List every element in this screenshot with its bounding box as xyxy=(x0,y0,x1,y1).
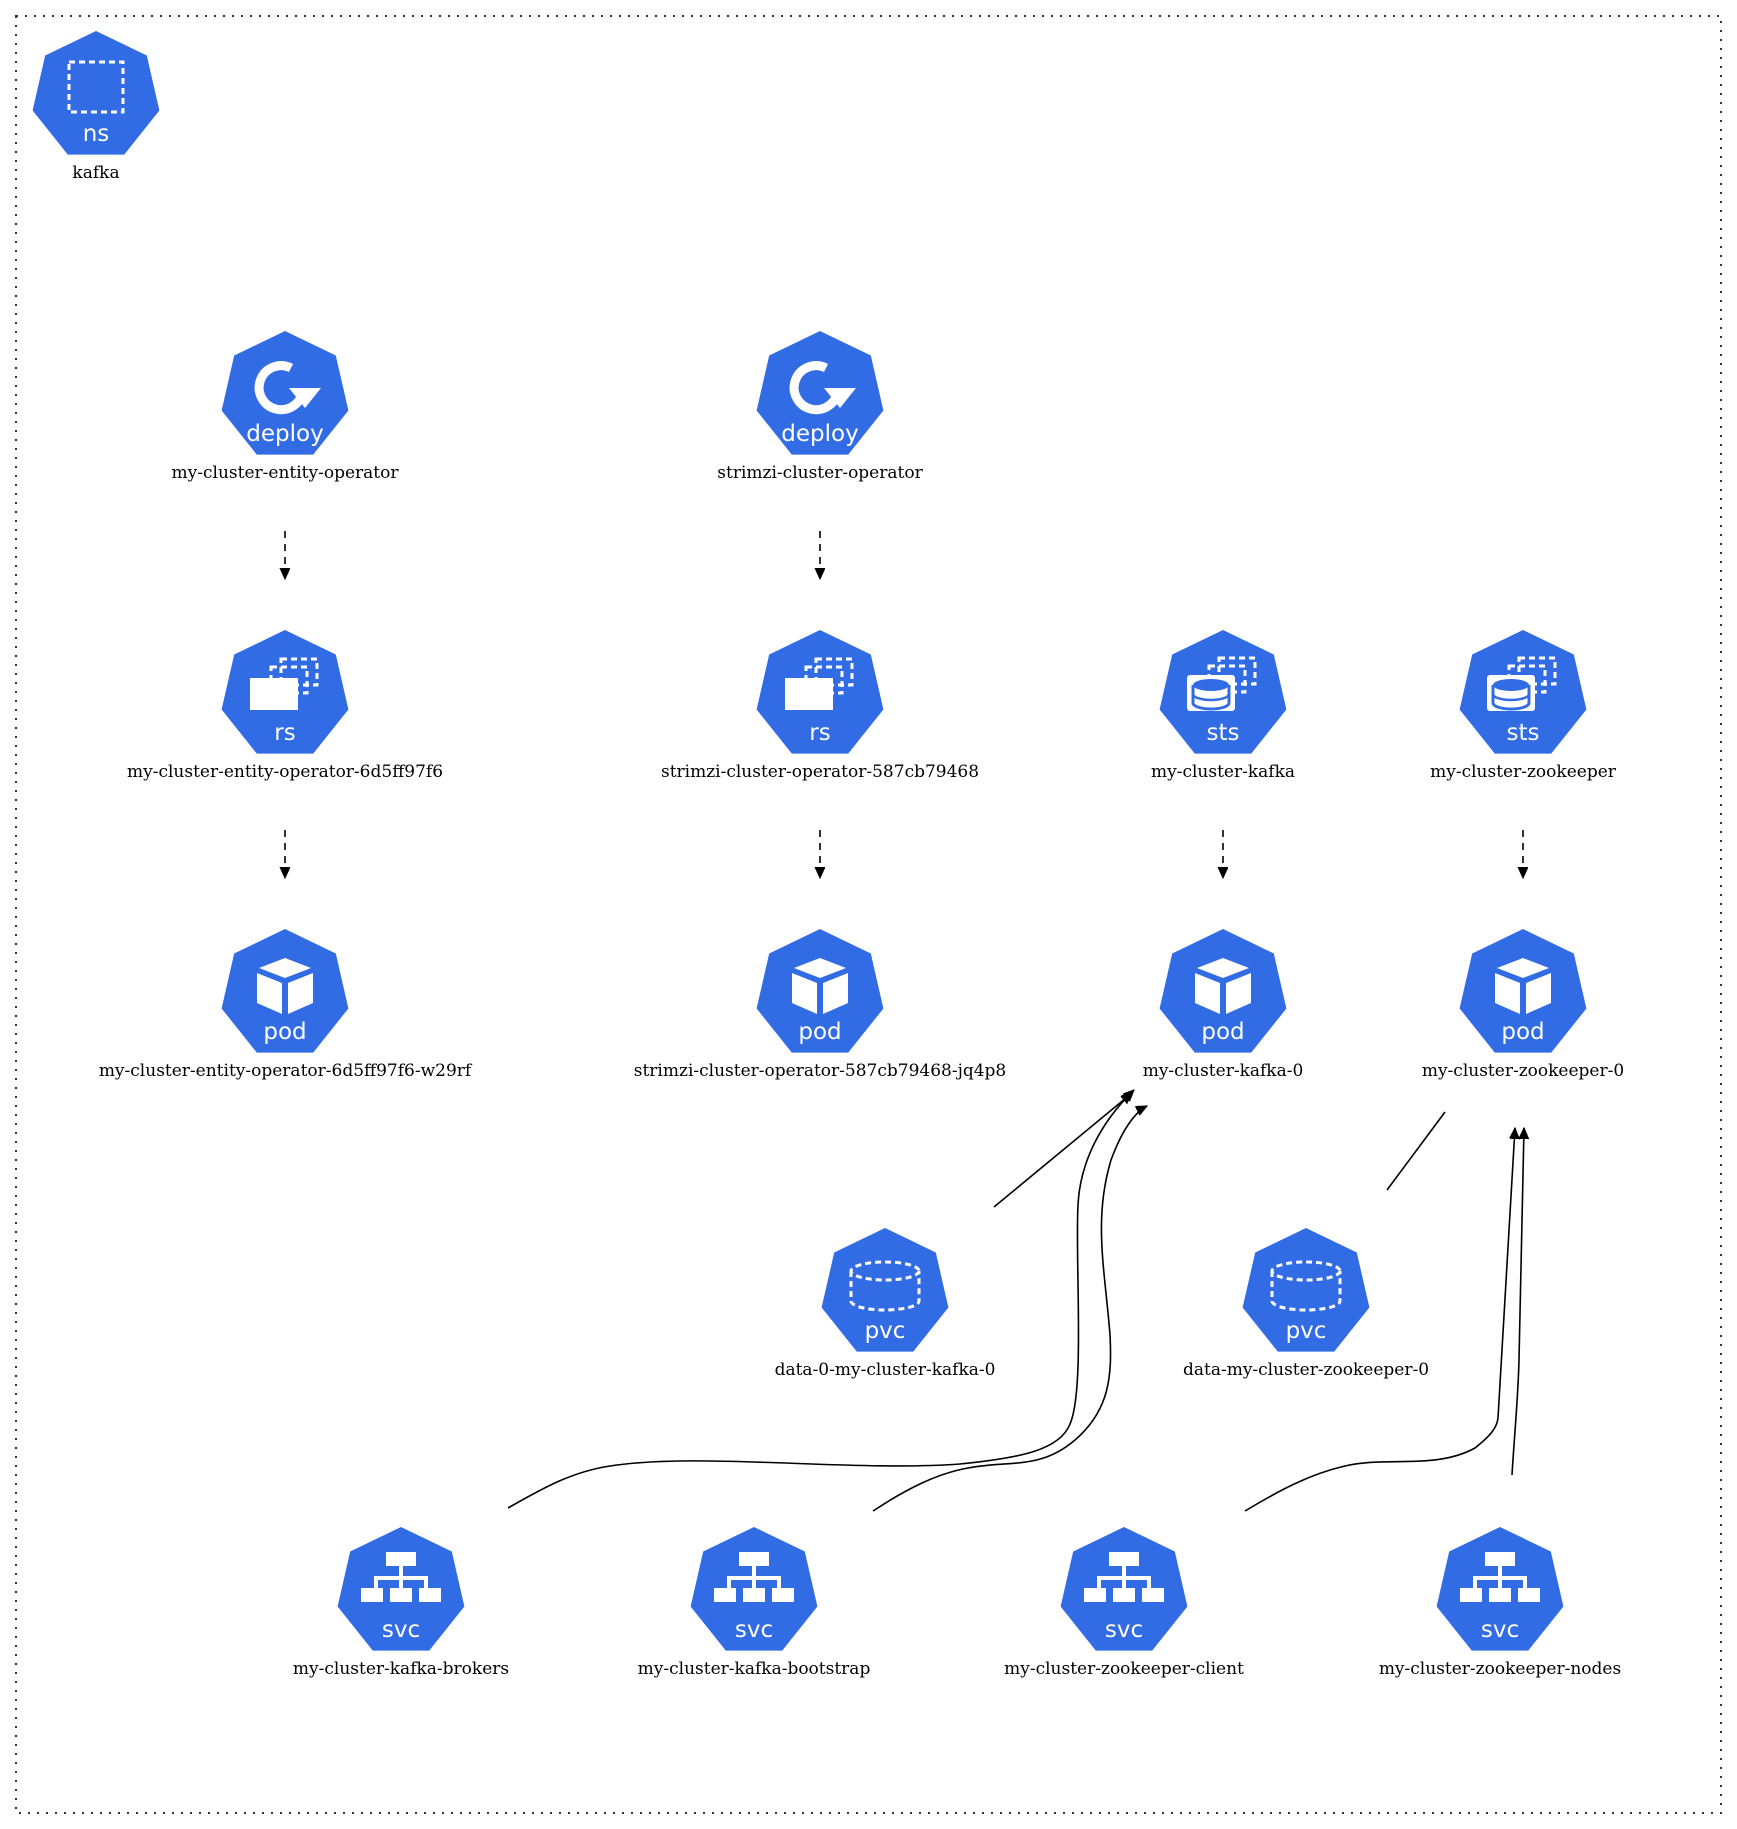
edge-svc-zk-client-to-pod-zk xyxy=(1244,1128,1515,1512)
deploy-node-my-cluster-entity-operator[interactable]: deploy my-cluster-entity-operator xyxy=(172,331,400,483)
node-kind: ns xyxy=(83,121,110,147)
edge-svc-zk-nodes-to-pod-zk xyxy=(1511,1128,1524,1476)
service-node-my-cluster-kafka-brokers[interactable]: svc my-cluster-kafka-brokers xyxy=(293,1527,509,1679)
statefulset-node-my-cluster-zookeeper[interactable]: sts my-cluster-zookeeper xyxy=(1430,630,1617,782)
pod-node-my-cluster-zookeeper-0[interactable]: pod my-cluster-zookeeper-0 xyxy=(1422,929,1624,1081)
pod-node-strimzi-cluster-operator[interactable]: pod strimzi-cluster-operator-587cb79468-… xyxy=(634,929,1007,1081)
node-kind: svc xyxy=(1481,1617,1519,1643)
statefulset-icon xyxy=(1187,656,1257,711)
service-node-my-cluster-zookeeper-client[interactable]: svc my-cluster-zookeeper-client xyxy=(1004,1527,1244,1679)
node-label: my-cluster-entity-operator xyxy=(172,463,400,483)
node-label: data-0-my-cluster-kafka-0 xyxy=(775,1360,996,1380)
namespace-node[interactable]: ns kafka xyxy=(32,31,160,183)
edge-pvc-zk-to-pod-zk xyxy=(1386,1111,1446,1191)
namespace-icon xyxy=(67,60,125,114)
node-label: data-my-cluster-zookeeper-0 xyxy=(1183,1360,1429,1380)
edges xyxy=(285,531,1524,1512)
node-kind: sts xyxy=(1507,720,1540,746)
service-icon xyxy=(1084,1552,1164,1602)
node-label: my-cluster-zookeeper-0 xyxy=(1422,1061,1624,1081)
node-kind: deploy xyxy=(246,421,323,447)
replicaset-icon xyxy=(785,657,854,710)
pvc-icon xyxy=(1270,1260,1342,1312)
deploy-icon xyxy=(254,361,321,415)
statefulset-icon xyxy=(1487,656,1557,711)
namespace-label: kafka xyxy=(72,163,119,183)
pvc-node-data-0-my-cluster-kafka-0[interactable]: pvc data-0-my-cluster-kafka-0 xyxy=(775,1228,996,1380)
node-kind: svc xyxy=(382,1617,420,1643)
node-kind: pod xyxy=(1201,1019,1244,1045)
node-label: my-cluster-entity-operator-6d5ff97f6 xyxy=(127,762,443,782)
pod-node-my-cluster-kafka-0[interactable]: pod my-cluster-kafka-0 xyxy=(1143,929,1304,1081)
node-kind: pod xyxy=(1501,1019,1544,1045)
pod-icon xyxy=(257,958,313,1014)
node-label: strimzi-cluster-operator-587cb79468-jq4p… xyxy=(634,1061,1007,1081)
replicaset-node-my-cluster-entity-operator[interactable]: rs my-cluster-entity-operator-6d5ff97f6 xyxy=(127,630,443,782)
node-kind: svc xyxy=(1105,1617,1143,1643)
edge-svc-bootstrap-to-pod-kafka xyxy=(872,1105,1147,1512)
node-kind: rs xyxy=(809,720,830,746)
node-label: my-cluster-kafka-brokers xyxy=(293,1659,509,1679)
node-kind: deploy xyxy=(781,421,858,447)
nodes: ns kafka deploy my-cluster-entity-operat… xyxy=(32,31,1624,1679)
pod-icon xyxy=(1195,958,1251,1014)
node-kind: svc xyxy=(735,1617,773,1643)
service-icon xyxy=(714,1552,794,1602)
node-label: my-cluster-entity-operator-6d5ff97f6-w29… xyxy=(99,1061,473,1081)
node-label: my-cluster-zookeeper-client xyxy=(1004,1659,1244,1679)
pvc-icon xyxy=(849,1260,921,1312)
node-label: my-cluster-zookeeper xyxy=(1430,762,1617,782)
service-icon xyxy=(361,1552,441,1602)
edge-svc-brokers-to-pod-kafka xyxy=(507,1090,1134,1509)
node-kind: pvc xyxy=(1286,1318,1327,1344)
node-label: my-cluster-kafka xyxy=(1151,762,1295,782)
pod-icon xyxy=(1495,958,1551,1014)
node-label: my-cluster-kafka-bootstrap xyxy=(638,1659,871,1679)
node-kind: sts xyxy=(1207,720,1240,746)
pod-node-my-cluster-entity-operator[interactable]: pod my-cluster-entity-operator-6d5ff97f6… xyxy=(99,929,473,1081)
service-icon xyxy=(1460,1552,1540,1602)
node-kind: pod xyxy=(798,1019,841,1045)
node-kind: pvc xyxy=(865,1318,906,1344)
deploy-icon xyxy=(789,361,856,415)
pod-icon xyxy=(792,958,848,1014)
namespace-boundary xyxy=(15,15,1722,1814)
replicaset-icon xyxy=(250,657,319,710)
service-node-my-cluster-kafka-bootstrap[interactable]: svc my-cluster-kafka-bootstrap xyxy=(638,1527,871,1679)
replicaset-node-strimzi-cluster-operator[interactable]: rs strimzi-cluster-operator-587cb79468 xyxy=(661,630,979,782)
node-label: my-cluster-kafka-0 xyxy=(1143,1061,1304,1081)
edge-pvc-kafka-to-pod-kafka xyxy=(993,1093,1132,1208)
node-label: strimzi-cluster-operator xyxy=(717,463,923,483)
service-node-my-cluster-zookeeper-nodes[interactable]: svc my-cluster-zookeeper-nodes xyxy=(1379,1527,1621,1679)
node-label: my-cluster-zookeeper-nodes xyxy=(1379,1659,1621,1679)
node-kind: pod xyxy=(263,1019,306,1045)
deploy-node-strimzi-cluster-operator[interactable]: deploy strimzi-cluster-operator xyxy=(717,331,924,483)
node-label: strimzi-cluster-operator-587cb79468 xyxy=(661,762,979,782)
pvc-node-data-my-cluster-zookeeper-0[interactable]: pvc data-my-cluster-zookeeper-0 xyxy=(1183,1228,1429,1380)
node-kind: rs xyxy=(274,720,295,746)
statefulset-node-my-cluster-kafka[interactable]: sts my-cluster-kafka xyxy=(1151,630,1295,782)
